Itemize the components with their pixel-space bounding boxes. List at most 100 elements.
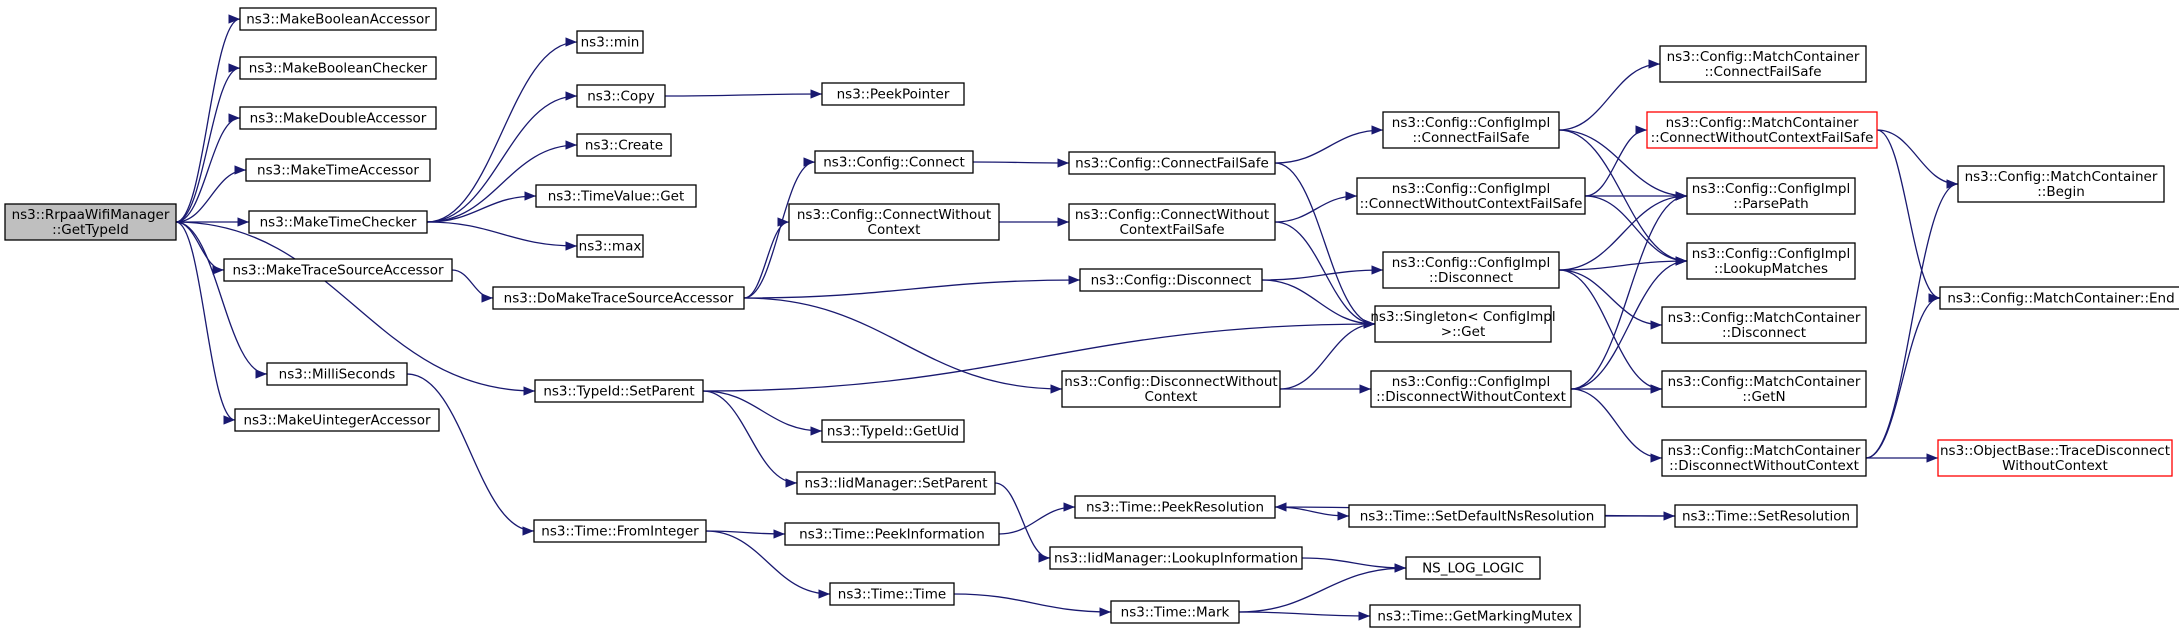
node-iidsetparent[interactable]: ns3::IidManager::SetParent xyxy=(796,471,996,495)
node-peekinfo[interactable]: ns3::Time::PeekInformation xyxy=(784,522,1000,546)
node-mark[interactable]: ns3::Time::Mark xyxy=(1110,600,1240,624)
edges-layer xyxy=(175,14,1959,621)
node-copy[interactable]: ns3::Copy xyxy=(576,84,666,108)
node-cdisconnect[interactable]: ns3::Config::Disconnect xyxy=(1079,268,1263,292)
node-timetime[interactable]: ns3::Time::Time xyxy=(829,582,955,606)
node-box xyxy=(576,133,672,157)
node-label: ns3::Time::PeekResolution xyxy=(1086,500,1264,516)
node-box xyxy=(814,150,974,174)
node-iidlookup[interactable]: ns3::IidManager::LookupInformation xyxy=(1049,546,1303,570)
node-mcend[interactable]: ns3::Config::MatchContainer::End xyxy=(1939,286,2179,310)
node-box xyxy=(1661,306,1867,344)
node-singleton[interactable]: ns3::Singleton< ConfigImpl>::Get xyxy=(1370,305,1556,343)
node-setdefaultns[interactable]: ns3::Time::SetDefaultNsResolution xyxy=(1348,504,1606,528)
node-label: ::ParsePath xyxy=(1733,196,1808,212)
node-getmarkingmutex[interactable]: ns3::Time::GetMarkingMutex xyxy=(1369,604,1581,628)
node-mcdisconnect[interactable]: ns3::Config::MatchContainer::Disconnect xyxy=(1661,306,1867,344)
node-tvget[interactable]: ns3::TimeValue::Get xyxy=(535,184,697,208)
node-mbc[interactable]: ns3::MakeBooleanChecker xyxy=(239,56,437,80)
node-frominteger[interactable]: ns3::Time::FromInteger xyxy=(533,519,707,543)
edge-line xyxy=(1274,221,1376,329)
edge-line xyxy=(1558,269,1663,330)
node-label: ns3::Create xyxy=(585,138,663,154)
node-cconnectfs[interactable]: ns3::Config::ConnectFailSafe xyxy=(1068,151,1276,175)
node-cconnectwcfs[interactable]: ns3::Config::ConnectWithoutContextFailSa… xyxy=(1068,203,1276,241)
node-dmtsa[interactable]: ns3::DoMakeTraceSourceAccessor xyxy=(492,286,745,310)
node-root[interactable]: ns3::RrpaaWifiManager::GetTypeId xyxy=(4,203,177,241)
edge-line xyxy=(426,37,578,223)
node-mcconnectfs[interactable]: ns3::Config::MatchContainer::ConnectFail… xyxy=(1659,45,1867,83)
node-cidisconnectwc[interactable]: ns3::Config::ConfigImpl::DisconnectWitho… xyxy=(1370,370,1572,408)
node-peekres[interactable]: ns3::Time::PeekResolution xyxy=(1074,495,1276,519)
node-cidisconnect[interactable]: ns3::Config::ConfigImpl::Disconnect xyxy=(1382,251,1560,289)
node-mua[interactable]: ns3::MakeUintegerAccessor xyxy=(234,408,440,432)
node-label: ns3::Singleton< ConfigImpl xyxy=(1370,309,1555,325)
node-label: ns3::Config::MatchContainer xyxy=(1667,49,1860,65)
node-box xyxy=(1049,546,1303,570)
node-mcdisconnectwc[interactable]: ns3::Config::MatchContainer::DisconnectW… xyxy=(1661,439,1867,477)
node-box xyxy=(1661,370,1867,408)
node-mcbegin[interactable]: ns3::Config::MatchContainer::Begin xyxy=(1957,165,2165,203)
node-box xyxy=(576,30,644,54)
node-box xyxy=(1957,165,2165,203)
node-box xyxy=(1405,556,1541,580)
edge-root-to-mbc xyxy=(175,63,241,223)
node-label: ns3::MakeTraceSourceAccessor xyxy=(232,263,443,279)
edge-ciconnectfs-to-mcconnectfs xyxy=(1558,59,1661,131)
node-peekptr[interactable]: ns3::PeekPointer xyxy=(821,82,965,106)
node-label: ns3::DoMakeTraceSourceAccessor xyxy=(504,291,734,307)
node-label: ns3::Copy xyxy=(587,89,655,105)
node-mtsa[interactable]: ns3::MakeTraceSourceAccessor xyxy=(223,258,453,282)
edge-line xyxy=(426,191,537,223)
node-ciparsepath[interactable]: ns3::Config::ConfigImpl::ParsePath xyxy=(1686,177,1856,215)
node-label: ns3::MakeBooleanChecker xyxy=(249,61,428,77)
edge-cidisconnect-to-cilookup xyxy=(1558,256,1688,271)
node-cconnect[interactable]: ns3::Config::Connect xyxy=(814,150,974,174)
node-obtdwc[interactable]: ns3::ObjectBase::TraceDisconnectWithoutC… xyxy=(1937,439,2173,477)
node-mtc[interactable]: ns3::MakeTimeChecker xyxy=(248,210,428,234)
node-box xyxy=(266,362,408,386)
node-cilookup[interactable]: ns3::Config::ConfigImpl::LookupMatches xyxy=(1686,242,1856,280)
node-cdisconnectwc[interactable]: ns3::Config::DisconnectWithoutContext xyxy=(1061,370,1281,408)
node-box xyxy=(1356,177,1586,215)
node-box xyxy=(4,203,177,241)
node-box xyxy=(1348,504,1606,528)
node-ciconnectfs[interactable]: ns3::Config::ConfigImpl::ConnectFailSafe xyxy=(1382,111,1560,149)
node-min[interactable]: ns3::min xyxy=(576,30,644,54)
edge-line xyxy=(175,221,236,425)
node-label: ns3::Config::ConfigImpl xyxy=(1392,255,1550,271)
node-mta[interactable]: ns3::MakeTimeAccessor xyxy=(245,158,431,182)
node-max[interactable]: ns3::max xyxy=(576,234,644,258)
node-nslog[interactable]: NS_LOG_LOGIC xyxy=(1405,556,1541,580)
node-label: ::DisconnectWithoutContext xyxy=(1669,458,1859,474)
node-mcgetn[interactable]: ns3::Config::MatchContainer::GetN xyxy=(1661,370,1867,408)
node-mcconnectwcfs[interactable]: ns3::Config::MatchContainer::ConnectWith… xyxy=(1646,111,1878,149)
node-box xyxy=(821,82,965,106)
edge-mtc-to-create xyxy=(426,140,578,223)
edge-line xyxy=(1261,279,1376,329)
edge-ciconnectwcfs-to-mcconnectwcfs xyxy=(1584,125,1648,197)
node-box xyxy=(239,7,437,31)
node-box xyxy=(1937,439,2173,477)
node-ms[interactable]: ns3::MilliSeconds xyxy=(266,362,408,386)
node-cconnectwc[interactable]: ns3::Config::ConnectWithoutContext xyxy=(788,203,1000,241)
edge-frominteger-to-timetime xyxy=(705,530,831,599)
edge-cidisconnect-to-mcgetn xyxy=(1558,269,1663,394)
node-create[interactable]: ns3::Create xyxy=(576,133,672,157)
node-label: >::Get xyxy=(1441,324,1485,340)
node-label: ::LookupMatches xyxy=(1714,261,1828,277)
edge-line xyxy=(1584,125,1648,197)
node-ciconnectwcfs[interactable]: ns3::Config::ConfigImpl::ConnectWithoutC… xyxy=(1356,177,1586,215)
node-label: ns3::Time::Mark xyxy=(1121,605,1230,621)
node-setres[interactable]: ns3::Time::SetResolution xyxy=(1674,504,1858,528)
edge-line xyxy=(1301,557,1407,573)
node-mda[interactable]: ns3::MakeDoubleAccessor xyxy=(239,106,437,130)
node-setparent[interactable]: ns3::TypeId::SetParent xyxy=(534,379,704,403)
edge-line xyxy=(664,89,823,99)
edge-mtc-to-copy xyxy=(426,91,578,223)
node-label: ns3::ObjectBase::TraceDisconnect xyxy=(1940,443,2170,459)
node-mba[interactable]: ns3::MakeBooleanAccessor xyxy=(239,7,437,31)
node-getuid[interactable]: ns3::TypeId::GetUid xyxy=(821,419,965,443)
edge-line xyxy=(1876,129,1941,303)
